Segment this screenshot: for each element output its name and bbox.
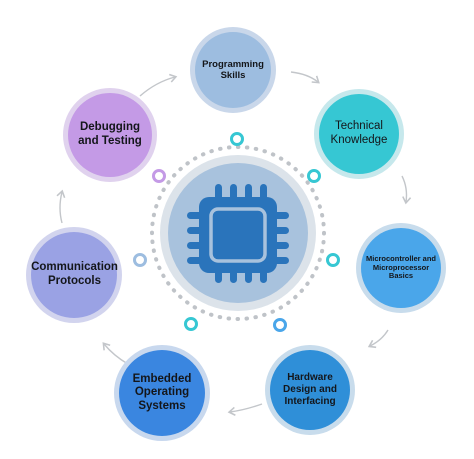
deco-ring: [133, 253, 147, 267]
label-embedded-os: Embedded Operating Systems: [132, 372, 192, 412]
node-micro: [356, 223, 446, 313]
node-debugging: [63, 88, 157, 182]
deco-ring: [184, 317, 198, 331]
node-disc: [68, 93, 152, 177]
label-hardware-design: Hardware Design and Interfacing: [283, 372, 337, 407]
label-communication-protocols: Communication Protocols: [31, 261, 118, 287]
node-communication: [26, 227, 122, 323]
arrow-embedded-to-communication: [102, 342, 129, 365]
deco-ring: [230, 132, 244, 146]
node-disc: [319, 94, 399, 174]
node-technical: [314, 89, 404, 179]
microchip-icon: [187, 184, 289, 283]
chip-body: [199, 197, 277, 273]
arrow-communication-to-debugging: [56, 189, 66, 224]
chip-core: [209, 207, 267, 263]
node-disc: [270, 350, 350, 430]
node-disc: [361, 228, 441, 308]
arrow-programming-to-technical: [290, 71, 320, 84]
deco-ring: [326, 253, 340, 267]
dotted-halo-ring: [150, 145, 326, 321]
node-embedded: [114, 345, 210, 441]
chip-pins-top: [215, 184, 267, 201]
deco-ring: [273, 318, 287, 332]
node-disc: [31, 232, 117, 318]
arrow-hardware-to-embedded: [227, 403, 263, 416]
label-programming-skills: Programming Skills: [202, 58, 264, 81]
label-debugging-testing: Debugging and Testing: [78, 121, 142, 147]
node-hardware: [265, 345, 355, 435]
label-technical-knowledge: Technical Knowledge: [330, 120, 388, 146]
arrow-micro-to-hardware: [367, 329, 389, 349]
decorative-rings: [133, 132, 340, 332]
node-disc: [119, 350, 205, 436]
node-programming: [190, 27, 276, 113]
label-microcontroller-basics: Microcontroller and Microprocessor Basic…: [366, 253, 437, 281]
arrow-debugging-to-programming: [139, 73, 178, 97]
deco-ring: [152, 169, 166, 183]
node-disc: [195, 32, 271, 108]
deco-ring: [307, 169, 321, 183]
arrow-technical-to-micro: [401, 175, 412, 205]
